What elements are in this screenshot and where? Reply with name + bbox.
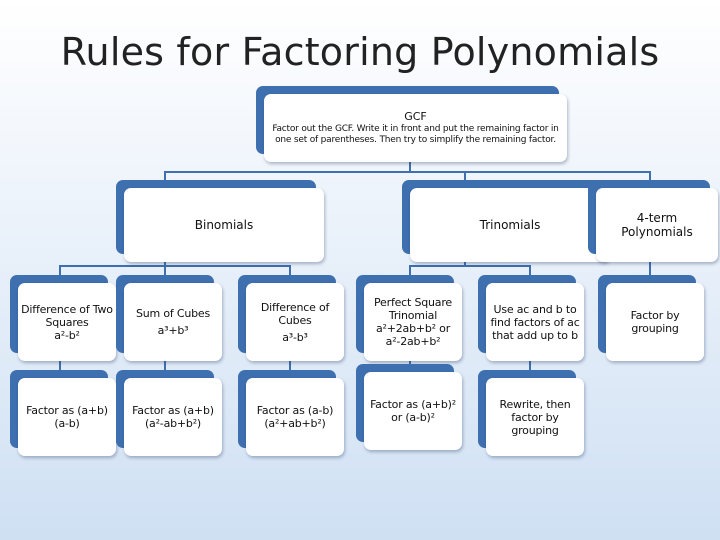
ac-grouping-text: Rewrite, then factor by grouping bbox=[499, 397, 571, 437]
page-title: Rules for Factoring Polynomials bbox=[60, 30, 660, 74]
perfect-square-name: Perfect Square Trinomial bbox=[374, 296, 452, 322]
trinomials-node: Trinomials bbox=[402, 180, 610, 262]
four-term-node: 4-term Polynomials bbox=[588, 180, 718, 262]
four-term-label: 4-term Polynomials bbox=[621, 211, 693, 239]
sum-cubes-factor: Factor as (a+b)(a²-ab+b²) bbox=[132, 404, 214, 430]
connector-gcf-to-categories bbox=[164, 158, 651, 182]
sum-cubes-node: Sum of Cubes a³+b³ bbox=[116, 275, 222, 361]
binomials-node: Binomials bbox=[116, 180, 324, 262]
perfect-square-node: Perfect Square Trinomial a²+2ab+b² or a²… bbox=[356, 275, 462, 361]
gcf-node: GCF Factor out the GCF. Write it in fron… bbox=[256, 86, 567, 162]
diff-squares-factor: Factor as (a+b)(a-b) bbox=[26, 404, 108, 430]
sum-cubes-name: Sum of Cubes bbox=[136, 307, 210, 320]
diff-cubes-expr: a³-b³ bbox=[282, 330, 308, 344]
ac-method-node: Use ac and b to find factors of ac that … bbox=[478, 275, 584, 361]
perfect-square-factor: Factor as (a+b)² or (a-b)² bbox=[370, 398, 456, 424]
diff-squares-expr: a²-b² bbox=[54, 328, 80, 342]
ac-method-text: Use ac and b to find factors of ac that … bbox=[490, 302, 580, 342]
diff-cubes-factor: Factor as (a-b)(a²+ab+b²) bbox=[256, 404, 334, 430]
sum-cubes-factor-node: Factor as (a+b)(a²-ab+b²) bbox=[116, 370, 222, 456]
trinomials-label: Trinomials bbox=[479, 218, 541, 232]
perfect-square-expr: a²+2ab+b² or a²-2ab+b² bbox=[375, 322, 451, 348]
diff-squares-name: Difference of Two Squares bbox=[21, 302, 113, 329]
binomials-label: Binomials bbox=[194, 218, 254, 232]
diff-cubes-name: Difference of Cubes bbox=[260, 300, 330, 327]
diff-squares-factor-node: Factor as (a+b)(a-b) bbox=[10, 370, 116, 456]
grouping-text: Factor by grouping bbox=[630, 309, 680, 335]
perfect-square-factor-node: Factor as (a+b)² or (a-b)² bbox=[356, 364, 462, 450]
sum-cubes-expr: a³+b³ bbox=[157, 324, 189, 337]
grouping-node: Factor by grouping bbox=[598, 275, 704, 361]
diff-squares-node: Difference of Two Squares a²-b² bbox=[10, 275, 116, 361]
diff-cubes-factor-node: Factor as (a-b)(a²+ab+b²) bbox=[238, 370, 344, 456]
gcf-label: GCF bbox=[404, 110, 427, 123]
gcf-text: Factor out the GCF. Write it in front an… bbox=[272, 124, 559, 145]
diff-cubes-node: Difference of Cubes a³-b³ bbox=[238, 275, 344, 361]
ac-grouping-node: Rewrite, then factor by grouping bbox=[478, 370, 584, 456]
